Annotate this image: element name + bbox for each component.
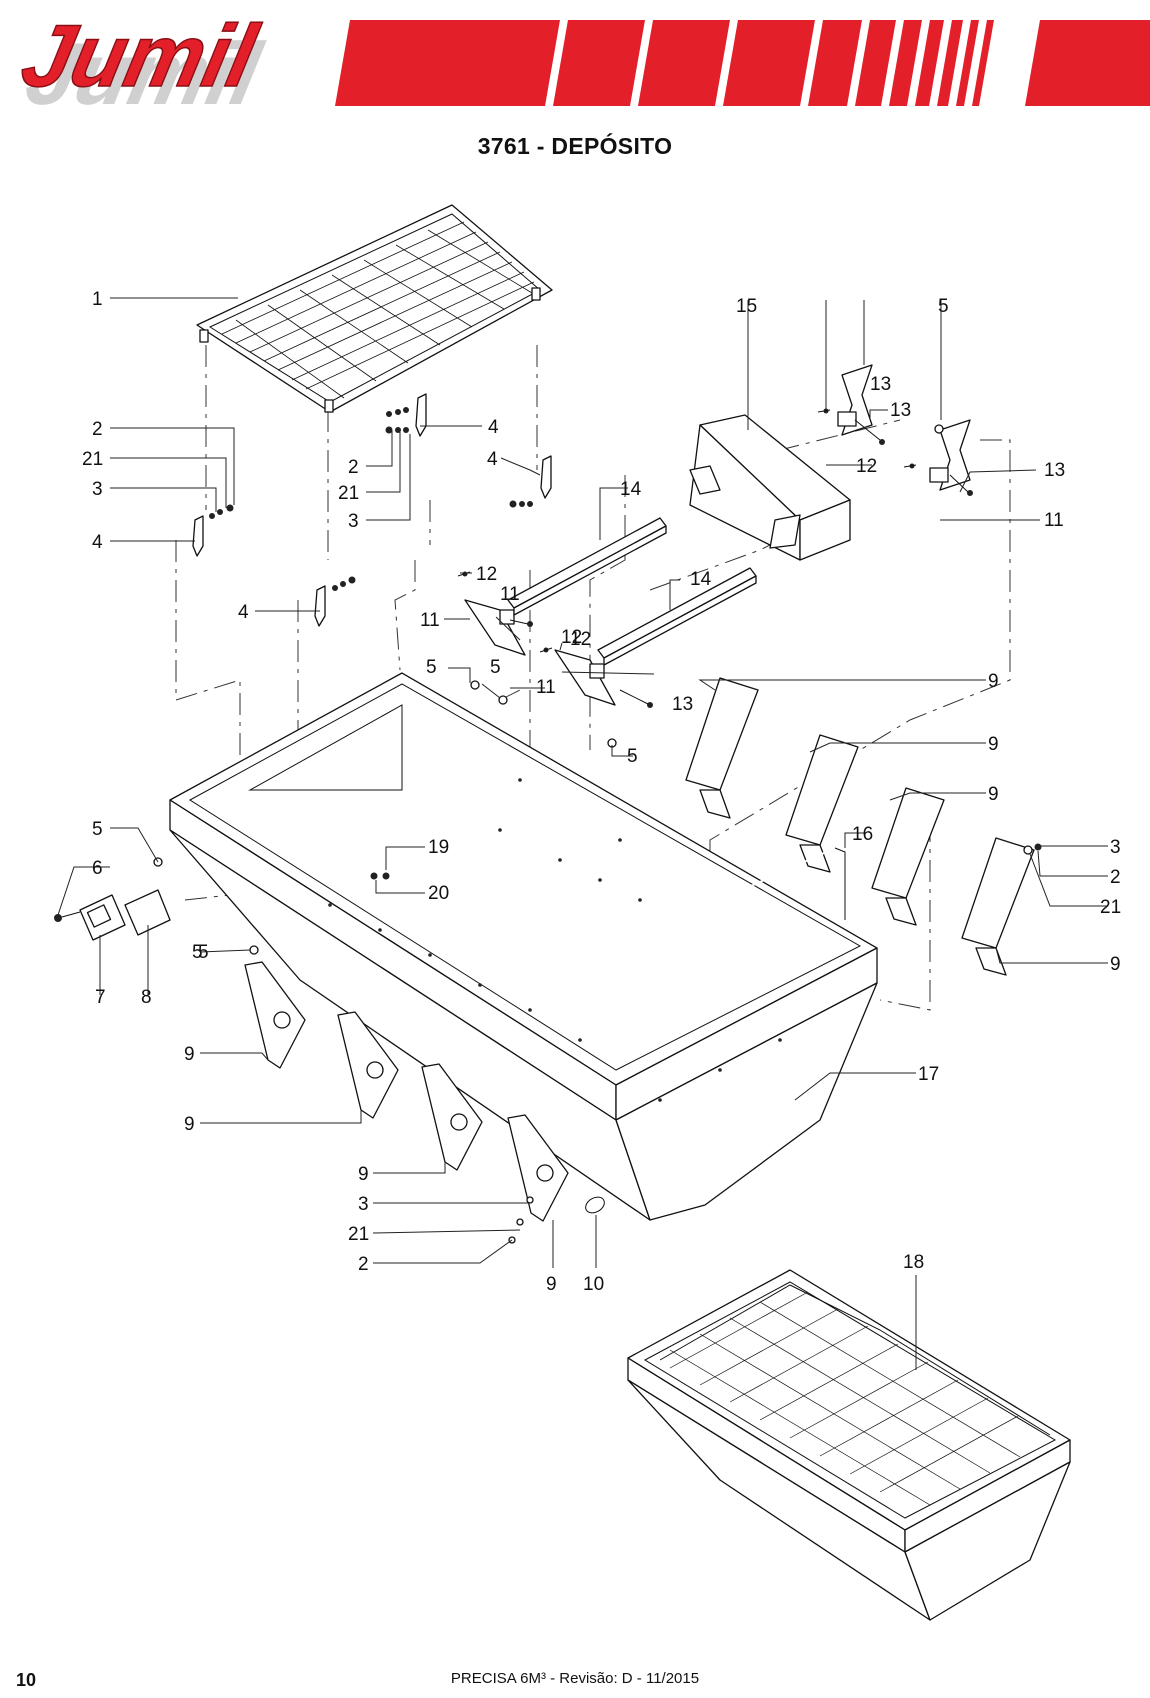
callout: 12 <box>856 456 877 477</box>
callout: 13 <box>870 374 891 395</box>
callout: 9 <box>988 734 999 755</box>
callout: 12 <box>561 627 582 648</box>
callout: 12 <box>570 629 591 650</box>
callout: 3 <box>358 1194 369 1215</box>
callout: 7 <box>95 987 106 1008</box>
callout: 4 <box>487 449 498 470</box>
callout: 14 <box>620 479 642 500</box>
callout-labels: 1 2 21 3 4 2 21 3 4 4 4 12 11 5 15 13 12… <box>82 289 1121 1295</box>
callout: 21 <box>338 483 359 504</box>
callout: 12 <box>476 564 497 585</box>
callout: 21 <box>348 1224 369 1245</box>
callout: 16 <box>852 824 873 845</box>
parts-7-8-plates <box>54 889 171 941</box>
hardware-nuts-washers <box>209 407 533 591</box>
callout: 3 <box>348 511 359 532</box>
callout: 14 <box>690 569 712 590</box>
callout: 9 <box>358 1164 369 1185</box>
callout: 4 <box>92 532 103 553</box>
callout: 15 <box>736 296 757 317</box>
callout: 9 <box>546 1274 557 1295</box>
callout: 20 <box>428 883 449 904</box>
part-14-rails <box>507 517 757 666</box>
part-18-assembled-hopper <box>627 1269 1071 1621</box>
callout: 10 <box>583 1274 604 1295</box>
callout: 11 <box>420 610 440 631</box>
callout: 6 <box>92 858 103 879</box>
logo-shadow-text: Jumil <box>18 24 271 123</box>
header-banner: Jumil Jumil <box>13 5 1150 123</box>
callout: 21 <box>82 449 103 470</box>
callout: 5 <box>192 942 203 963</box>
footer-text: PRECISA 6M³ - Revisão: D - 11/2015 <box>450 1670 700 1687</box>
callout: 4 <box>238 602 249 623</box>
callout: 5 <box>92 819 103 840</box>
part-17-hopper <box>169 672 878 1221</box>
page-number: 10 <box>16 1670 37 1690</box>
callout: 9 <box>988 671 999 692</box>
callout: 5 <box>198 942 209 963</box>
header-stripes <box>335 20 1150 106</box>
part-16-tube <box>603 847 846 1056</box>
callout: 13 <box>1044 460 1065 481</box>
callout: 5 <box>938 296 949 317</box>
callout: 11 <box>536 677 556 698</box>
callout: 13 <box>890 400 911 421</box>
callout: 9 <box>184 1114 195 1135</box>
part-4-brackets <box>192 393 552 627</box>
page-title: 3761 - DEPÓSITO <box>477 133 673 159</box>
callout: 17 <box>918 1064 939 1085</box>
callout: 19 <box>428 837 449 858</box>
jumil-logo: Jumil Jumil <box>13 5 271 123</box>
callout: 2 <box>358 1254 369 1275</box>
callout: 2 <box>1110 867 1121 888</box>
callout: 11 <box>500 584 520 605</box>
callout: 5 <box>627 746 638 767</box>
callout: 3 <box>92 479 103 500</box>
callout: 9 <box>1110 954 1121 975</box>
callout: 4 <box>488 417 499 438</box>
callout: 2 <box>92 419 103 440</box>
callout: 5 <box>490 657 501 678</box>
part-10-ring <box>585 1196 605 1214</box>
callout: 13 <box>672 694 693 715</box>
part-11-plates <box>457 364 973 708</box>
callout: 8 <box>141 987 152 1008</box>
callout: 1 <box>92 289 103 310</box>
callout: 2 <box>348 457 359 478</box>
part-9-flaps-right <box>685 677 1035 976</box>
callout: 9 <box>184 1044 195 1065</box>
callout: 18 <box>903 1252 924 1273</box>
leader-lines <box>57 297 1108 1370</box>
callout: 5 <box>426 657 437 678</box>
callout: 21 <box>1100 897 1121 918</box>
part-9-flaps-front <box>244 961 569 1222</box>
logo-text: Jumil <box>14 6 267 105</box>
callout: 3 <box>1110 837 1121 858</box>
part-1-top-screen <box>196 204 553 413</box>
callout: 11 <box>1044 510 1064 531</box>
part-15-bracket <box>689 414 851 561</box>
callout: 9 <box>988 784 999 805</box>
